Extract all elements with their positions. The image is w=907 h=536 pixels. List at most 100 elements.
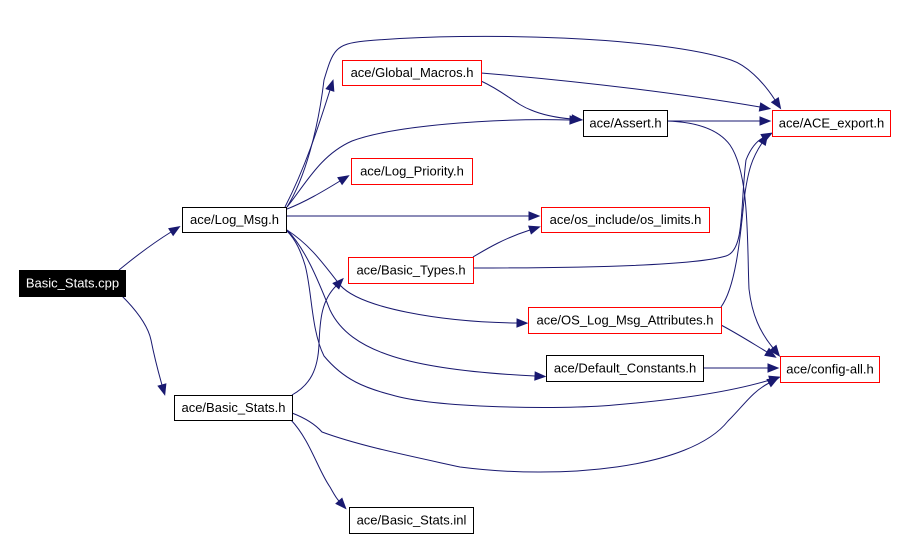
edge-basic_stats_h-to-basic_stats_inl xyxy=(290,419,347,510)
edge-line xyxy=(284,89,331,208)
edge-line xyxy=(286,229,518,324)
nodes-layer: Basic_Stats.cpp ace/Log_Msg.h ace/Basic_St… xyxy=(19,60,891,534)
edge-line xyxy=(720,142,763,308)
edge-arrowhead xyxy=(335,497,347,510)
edge-line xyxy=(291,285,337,396)
edge-basic_types_h-to-ace_export_h xyxy=(472,132,773,269)
edge-arrowhead xyxy=(337,175,350,186)
node-basic_stats_h[interactable]: ace/Basic_Stats.h xyxy=(174,395,293,421)
node-label: ace/OS_Log_Msg_Attributes.h xyxy=(536,312,713,327)
edge-line xyxy=(286,119,571,208)
node-basic_stats_cpp: Basic_Stats.cpp xyxy=(19,270,126,297)
edge-log_msg_h-to-default_constants_h xyxy=(286,229,547,381)
edge-arrowhead xyxy=(571,114,584,124)
node-log_msg_h[interactable]: ace/Log_Msg.h xyxy=(182,207,287,233)
node-label: ace/Global_Macros.h xyxy=(351,65,474,80)
node-label: Basic_Stats.cpp xyxy=(26,275,119,290)
edge-log_msg_h-to-log_priority_h xyxy=(286,175,350,210)
node-config_all_h[interactable]: ace/config-all.h xyxy=(780,356,880,383)
node-box xyxy=(528,307,722,334)
edge-arrowhead xyxy=(332,277,344,290)
edge-line xyxy=(286,230,771,409)
edge-basic_stats_h-to-config_all_h xyxy=(291,377,779,473)
edges-layer xyxy=(118,35,782,510)
node-box xyxy=(583,110,668,137)
edge-arrowhead xyxy=(157,383,167,396)
edge-line xyxy=(286,35,776,208)
edge-line xyxy=(480,72,761,108)
node-label: ace/Basic_Stats.h xyxy=(181,400,285,415)
edge-os_log_msg_attr_h-to-ace_export_h xyxy=(720,133,769,308)
edge-arrowhead xyxy=(528,225,541,235)
node-label: ace/ACE_export.h xyxy=(779,115,885,130)
node-box xyxy=(546,355,704,382)
edge-basic_stats_cpp-to-log_msg_h xyxy=(118,225,181,271)
node-label: ace/Assert.h xyxy=(589,115,661,130)
edge-basic_stats_h-to-basic_types_h xyxy=(291,277,344,396)
edge-line xyxy=(290,419,340,502)
edge-basic_stats_cpp-to-basic_stats_h xyxy=(121,295,167,396)
edge-log_msg_h-to-ace_export_h xyxy=(286,35,782,208)
node-label: ace/Default_Constants.h xyxy=(554,360,696,375)
edge-line xyxy=(666,120,774,349)
node-label: ace/Basic_Types.h xyxy=(356,262,465,277)
edge-arrowhead xyxy=(759,116,772,126)
edge-line xyxy=(472,137,764,269)
edge-line xyxy=(472,229,531,258)
node-box xyxy=(342,60,482,86)
edge-global_macros_h-to-assert_h xyxy=(480,80,584,124)
edge-arrowhead xyxy=(764,347,777,358)
edge-arrowhead xyxy=(758,102,772,112)
edge-arrowhead xyxy=(168,225,181,237)
node-box xyxy=(182,207,287,233)
node-box xyxy=(780,356,880,383)
edge-arrowhead xyxy=(516,318,529,328)
edge-log_msg_h-to-os_log_msg_attr_h xyxy=(286,229,529,328)
node-label: ace/Basic_Stats.inl xyxy=(357,512,467,527)
edge-log_msg_h-to-global_macros_h xyxy=(284,79,335,208)
edge-assert_h-to-config_all_h xyxy=(666,120,781,357)
node-global_macros_h[interactable]: ace/Global_Macros.h xyxy=(342,60,482,86)
node-label: ace/Log_Priority.h xyxy=(360,163,464,178)
edge-log_msg_h-to-os_limits_h xyxy=(287,211,541,221)
node-box xyxy=(351,158,473,185)
edge-line xyxy=(480,80,573,120)
edge-arrowhead xyxy=(766,377,779,388)
node-box xyxy=(772,110,891,137)
node-box xyxy=(541,207,710,233)
edge-arrowhead xyxy=(528,211,541,221)
edge-arrowhead xyxy=(757,133,769,147)
node-log_priority_h[interactable]: ace/Log_Priority.h xyxy=(351,158,473,185)
node-ace_export_h[interactable]: ace/ACE_export.h xyxy=(772,110,891,137)
node-label: ace/Log_Msg.h xyxy=(190,212,279,227)
node-assert_h[interactable]: ace/Assert.h xyxy=(583,110,668,137)
node-os_limits_h[interactable]: ace/os_include/os_limits.h xyxy=(541,207,710,233)
edge-global_macros_h-to-ace_export_h xyxy=(480,72,772,112)
node-box xyxy=(19,270,126,297)
node-os_log_msg_attr_h[interactable]: ace/OS_Log_Msg_Attributes.h xyxy=(528,307,722,334)
edge-arrowhead xyxy=(325,79,335,92)
node-box xyxy=(349,507,474,534)
edge-basic_types_h-to-os_limits_h xyxy=(472,225,541,258)
node-label: ace/os_include/os_limits.h xyxy=(550,212,702,227)
edge-line xyxy=(121,295,163,386)
edge-arrowhead xyxy=(534,371,547,381)
node-basic_stats_inl[interactable]: ace/Basic_Stats.inl xyxy=(349,507,474,534)
edge-os_log_msg_attr_h-to-config_all_h xyxy=(720,324,777,358)
edge-arrowhead xyxy=(767,363,780,373)
edge-line xyxy=(286,180,341,210)
edge-default_constants_h-to-config_all_h xyxy=(703,363,780,373)
edge-line xyxy=(720,324,768,353)
edge-arrowhead xyxy=(770,96,782,110)
node-basic_types_h[interactable]: ace/Basic_Types.h xyxy=(348,257,474,284)
edge-arrowhead xyxy=(768,344,781,357)
edge-line xyxy=(118,231,172,271)
edge-line xyxy=(291,382,770,473)
node-label: ace/config-all.h xyxy=(786,361,873,376)
node-box xyxy=(174,395,293,421)
node-default_constants_h[interactable]: ace/Default_Constants.h xyxy=(546,355,704,382)
node-box xyxy=(348,257,474,284)
edge-assert_h-to-ace_export_h xyxy=(667,116,772,126)
edge-line xyxy=(286,229,536,377)
